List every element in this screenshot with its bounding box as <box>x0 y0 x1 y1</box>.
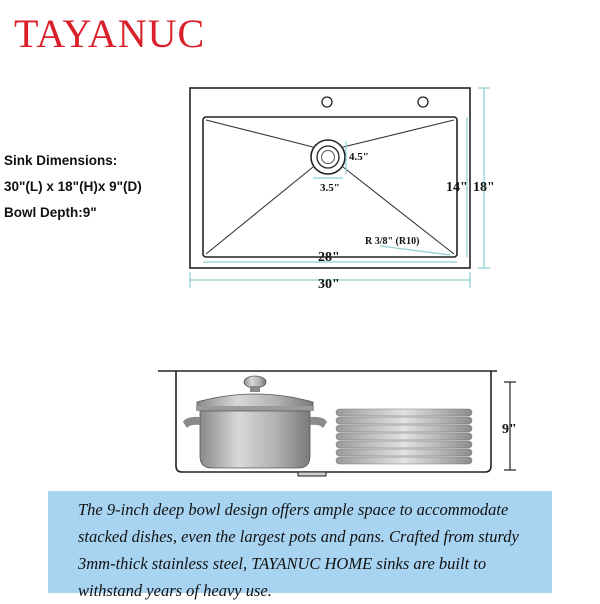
drain-inner <box>316 145 340 169</box>
bowl-side-profile <box>175 371 492 473</box>
drain-strainer <box>321 150 335 164</box>
sink-width-label: 30" <box>318 277 340 292</box>
feature-description: The 9-inch deep bowl design offers ample… <box>48 491 552 600</box>
sink-height-label: 18" <box>473 180 495 195</box>
plates-illustration <box>335 408 473 465</box>
depth-label: 9" <box>502 422 517 437</box>
bowl-slope-lines <box>205 119 455 255</box>
bowl-outline <box>202 116 458 258</box>
sink-outer-outline <box>189 87 471 269</box>
pot-illustration <box>183 375 327 469</box>
specs-size: 30"(L) x 18"(H)x 9"(D) <box>4 179 142 194</box>
faucet-hole <box>417 96 429 108</box>
bowl-height-label: 14" <box>446 180 468 195</box>
brand-logo: TAYANUC <box>14 11 206 56</box>
bowl-width-label: 28" <box>318 250 340 265</box>
dimension-lines <box>189 87 490 288</box>
drain-diameter-label: 4.5" <box>349 151 369 163</box>
corner-radius-label: R 3/8" (R10) <box>365 236 419 247</box>
specs-depth: Bowl Depth:9" <box>4 205 97 220</box>
drain-width-label: 3.5" <box>320 182 340 194</box>
side-view: 9" <box>158 370 517 477</box>
faucet-hole <box>321 96 333 108</box>
drain-outer <box>310 139 346 175</box>
depth-dimension <box>504 381 516 471</box>
sink-specs: Sink Dimensions: 30"(L) x 18"(H)x 9"(D) … <box>4 148 142 226</box>
drain-outlet <box>297 471 327 477</box>
top-view: 4.5" 3.5" 14" 18" R 3/8" (R10) 28" 30" <box>189 87 495 292</box>
specs-title: Sink Dimensions: <box>4 153 118 168</box>
